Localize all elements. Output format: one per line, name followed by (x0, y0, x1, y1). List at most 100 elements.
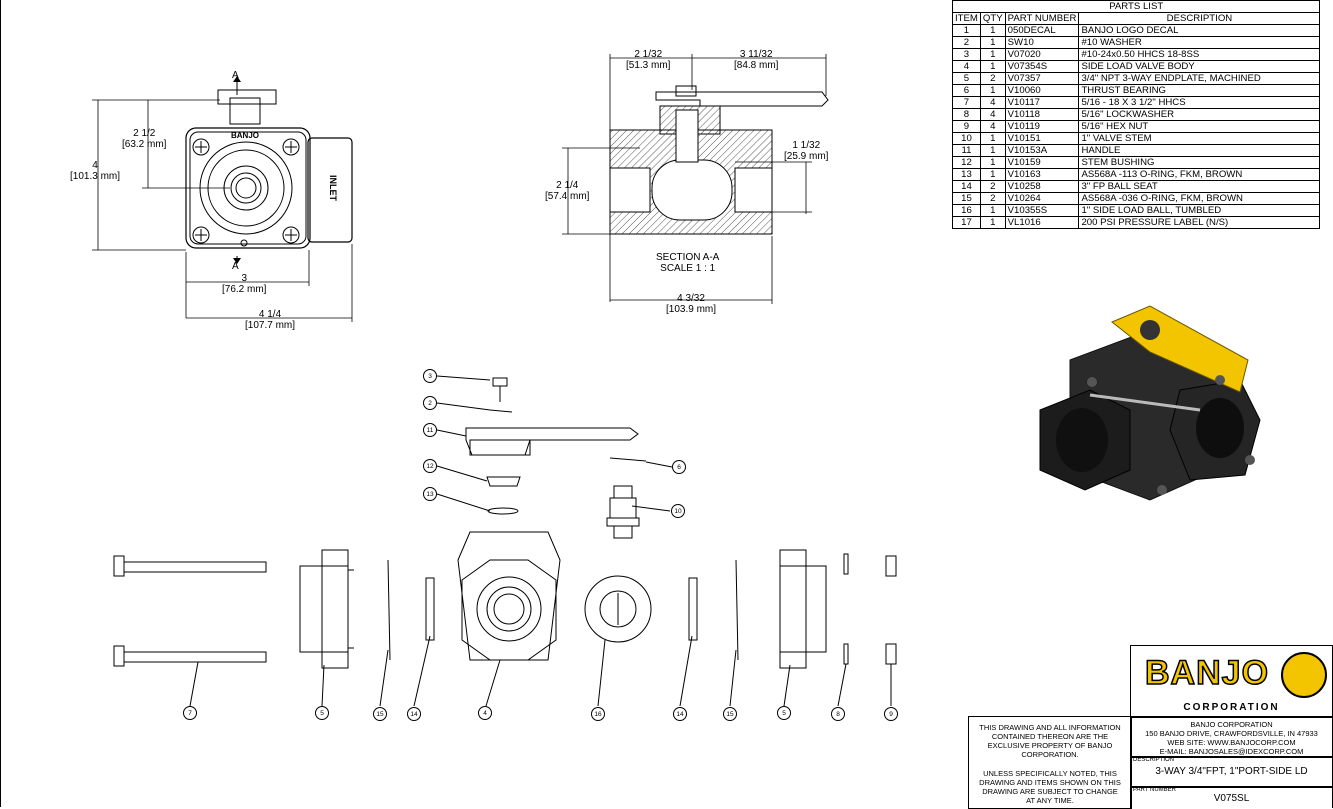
section-scale: SCALE 1 : 1 (660, 263, 716, 274)
description-value: 3-WAY 3/4"FPT, 1"PORT-SIDE LD (1155, 766, 1308, 777)
cell-qty: 1 (979, 84, 1006, 97)
dim-height-mm: [101.3 mm] (70, 171, 121, 182)
page-border-left (0, 0, 1, 807)
dim-width-frac: 3 (241, 273, 248, 284)
section-title: SECTION A-A (656, 252, 720, 263)
front-view (92, 76, 353, 322)
banjo-logo: BANJO (1144, 653, 1269, 693)
balloon-7: 10 (671, 504, 685, 518)
parts-list-title: PARTS LIST (951, 0, 1321, 13)
cell-description: #10-24x0.50 HHCS 18-8SS (1078, 48, 1321, 61)
front-marker-bottom: A (232, 261, 239, 272)
cell-item: 14 (952, 180, 981, 193)
dim-length-frac: 4 3/32 (677, 293, 705, 304)
balloon-6: 13 (423, 487, 437, 501)
cell-qty: 1 (979, 24, 1006, 37)
cell-description: 3" FP BALL SEAT (1078, 180, 1321, 193)
cell-description: 1" SIDE LOAD BALL, TUMBLED (1078, 204, 1321, 217)
cell-item: 8 (952, 108, 981, 121)
cell-part-number: V10117 (1004, 96, 1080, 109)
dim-right-frac: 3 11/32 (739, 49, 773, 60)
balloon-10: 15 (373, 707, 387, 721)
dim-overall-mm: [107.7 mm] (245, 320, 296, 331)
part-number-value: V075SL (1213, 793, 1250, 804)
cell-part-number: 050DECAL (1004, 24, 1080, 37)
dim-length-mm: [103.9 mm] (666, 304, 717, 315)
dim-right-mm: [84.8 mm] (734, 60, 779, 71)
cell-qty: 1 (979, 168, 1006, 181)
dim-height: 4[101.3 mm] (70, 160, 120, 182)
balloon-16: 5 (777, 706, 791, 720)
cell-qty: 1 (979, 132, 1006, 145)
description-box: DESCRIPTION 3-WAY 3/4"FPT, 1"PORT-SIDE L… (1130, 756, 1333, 788)
balloon-2: 2 (423, 396, 437, 410)
cell-qty: 2 (979, 72, 1006, 85)
cell-description: AS568A -113 O-RING, FKM, BROWN (1078, 168, 1321, 181)
cell-qty: 2 (979, 180, 1006, 193)
cell-description: #10 WASHER (1078, 36, 1321, 49)
logo-sub: CORPORATION (1183, 702, 1280, 713)
parts-list-table: PARTS LIST ITEM QTY PART NUMBER DESCRIPT… (951, 0, 1321, 229)
inlet-text: INLET (328, 175, 338, 201)
notice-box: THIS DRAWING AND ALL INFORMATION CONTAIN… (968, 716, 1132, 809)
notice-1: THIS DRAWING AND ALL INFORMATION CONTAIN… (979, 723, 1121, 759)
balloon-3: 11 (423, 423, 437, 437)
section-view (562, 54, 829, 304)
cell-part-number: V10151 (1004, 132, 1080, 145)
cell-part-number: V10159 (1004, 156, 1080, 169)
dim-width-mm: [76.2 mm] (222, 284, 267, 295)
cell-description: AS568A -036 O-RING, FKM, BROWN (1078, 192, 1321, 205)
dim-right: 3 11/32[84.8 mm] (734, 49, 778, 71)
dim-center-mm: [63.2 mm] (122, 139, 167, 150)
cell-qty: 1 (979, 36, 1006, 49)
cell-part-number: V10258 (1004, 180, 1080, 193)
cell-part-number: SW10 (1004, 36, 1080, 49)
cell-item: 4 (952, 60, 981, 73)
cell-part-number: VL1016 (1004, 216, 1080, 229)
dim-overall-frac: 4 1/4 (258, 309, 282, 320)
cell-part-number: V10264 (1004, 192, 1080, 205)
balloon-1: 3 (423, 369, 437, 383)
balloon-8: 7 (183, 706, 197, 720)
dim-port: 1 1/32[25.9 mm] (784, 140, 828, 162)
notice-2: UNLESS SPECIFICALLY NOTED, THIS DRAWING … (979, 769, 1121, 805)
balloon-13: 16 (591, 707, 605, 721)
exploded-view (113, 375, 897, 707)
cell-qty: 4 (979, 108, 1006, 121)
cell-description: 5/16" LOCKWASHER (1078, 108, 1321, 121)
cell-description: 200 PSI PRESSURE LABEL (N/S) (1078, 216, 1321, 229)
cell-description: SIDE LOAD VALVE BODY (1078, 60, 1321, 73)
cell-qty: 4 (979, 120, 1006, 133)
cell-qty: 2 (979, 192, 1006, 205)
cell-item: 16 (952, 204, 981, 217)
cell-item: 11 (952, 144, 981, 157)
balloon-12: 4 (478, 706, 492, 720)
balloon-17: 8 (831, 707, 845, 721)
dim-left-frac: 2 1/32 (634, 49, 663, 60)
cell-part-number: V10060 (1004, 84, 1080, 97)
logo-box: BANJO CORPORATION (1130, 645, 1333, 718)
cell-part-number: V10163 (1004, 168, 1080, 181)
cell-item: 1 (952, 24, 981, 37)
description-label: DESCRIPTION (1133, 757, 1175, 763)
cell-description: 3/4" NPT 3-WAY ENDPLATE, MACHINED (1078, 72, 1321, 85)
dim-left: 2 1/32[51.3 mm] (626, 49, 670, 71)
cell-description: STEM BUSHING (1078, 156, 1321, 169)
cell-item: 10 (952, 132, 981, 145)
cell-qty: 1 (979, 144, 1006, 157)
balloon-4: 6 (672, 460, 686, 474)
company-address: 150 BANJO DRIVE, CRAWFORDSVILLE, IN 4793… (1145, 729, 1318, 738)
cell-item: 5 (952, 72, 981, 85)
cell-part-number: V10118 (1004, 108, 1080, 121)
part-number-label: PART NUMBER (1133, 787, 1177, 793)
cell-description: 5/16" HEX NUT (1078, 120, 1321, 133)
